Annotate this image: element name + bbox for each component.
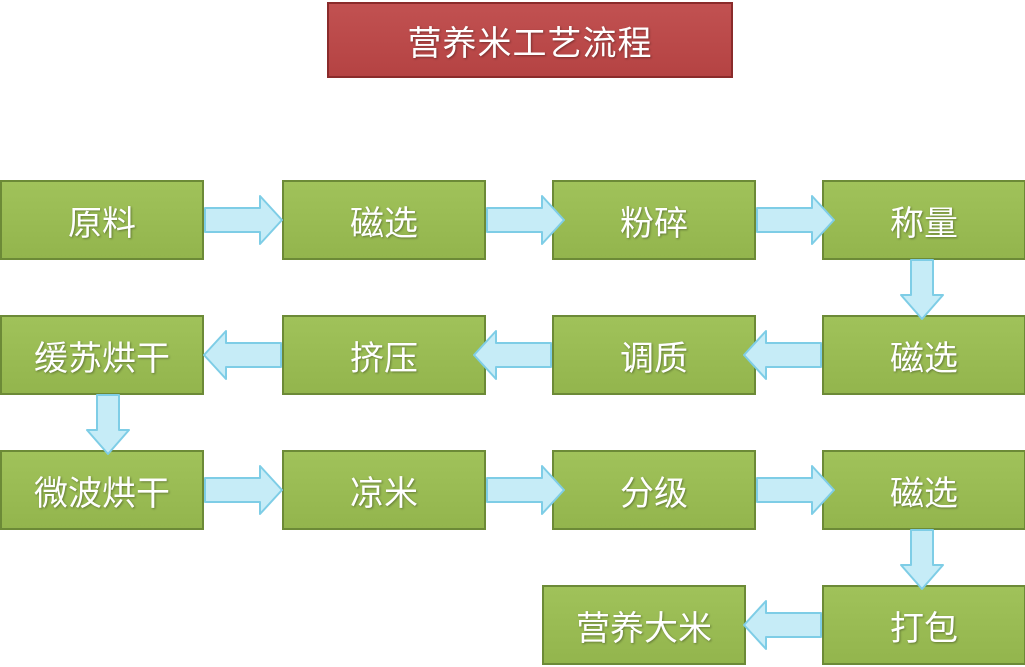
arrow-right-icon xyxy=(756,195,835,245)
step-box: 磁选 xyxy=(822,450,1025,530)
arrow-down-icon xyxy=(86,394,130,455)
step-box: 凉米 xyxy=(282,450,486,530)
arrow-down-icon xyxy=(900,259,944,320)
step-box: 磁选 xyxy=(822,315,1025,395)
step-box: 粉碎 xyxy=(552,180,756,260)
arrow-left-icon xyxy=(473,330,552,380)
arrow-left-icon xyxy=(743,600,822,650)
arrow-right-icon xyxy=(756,465,835,515)
step-box: 微波烘干 xyxy=(0,450,204,530)
step-box: 缓苏烘干 xyxy=(0,315,204,395)
step-box: 称量 xyxy=(822,180,1025,260)
arrow-left-icon xyxy=(203,330,282,380)
arrow-right-icon xyxy=(204,195,283,245)
arrow-right-icon xyxy=(204,465,283,515)
step-box: 打包 xyxy=(822,585,1025,665)
step-box: 分级 xyxy=(552,450,756,530)
step-box: 调质 xyxy=(552,315,756,395)
step-box: 磁选 xyxy=(282,180,486,260)
arrow-down-icon xyxy=(900,529,944,590)
arrow-left-icon xyxy=(743,330,822,380)
diagram-title: 营养米工艺流程 xyxy=(327,2,733,78)
step-box: 营养大米 xyxy=(542,585,746,665)
step-box: 原料 xyxy=(0,180,204,260)
step-box: 挤压 xyxy=(282,315,486,395)
arrow-right-icon xyxy=(486,465,565,515)
arrow-right-icon xyxy=(486,195,565,245)
